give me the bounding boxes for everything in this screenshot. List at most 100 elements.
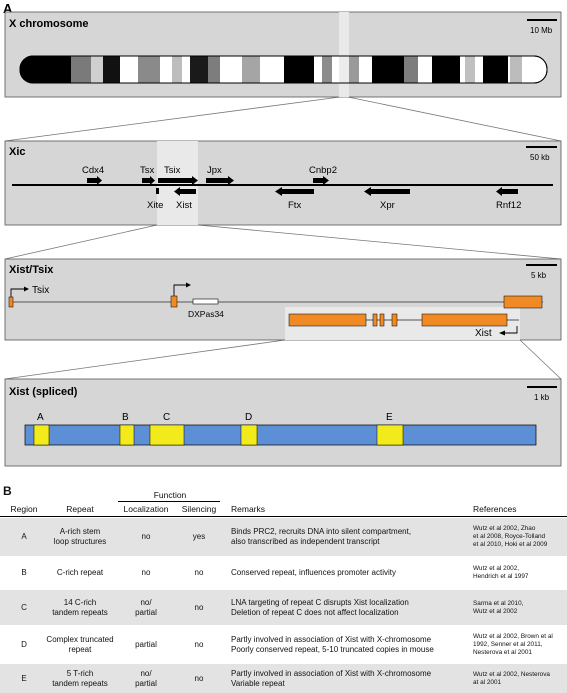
cell-remarks: Conserved repeat, influences promoter ac… bbox=[231, 568, 471, 578]
xist-tsix-scale-label: 5 kb bbox=[531, 271, 547, 280]
xist-exon-2 bbox=[372, 313, 378, 327]
spliced-title: Xist (spliced) bbox=[9, 386, 78, 398]
cell-region-line: A bbox=[21, 532, 27, 541]
cell-repeat-line: loop structures bbox=[53, 537, 107, 546]
tsix-label: Tsix bbox=[32, 285, 49, 296]
figure-panel-a: A X chromosome 10 Mb bbox=[3, 1, 562, 467]
gene-cnbp2-arrow bbox=[313, 176, 329, 185]
cell-references: Wutz et al 2002,Hendrich et al 1997 bbox=[473, 565, 565, 581]
header-silencing: Silencing bbox=[181, 504, 217, 514]
header-repeat: Repeat bbox=[66, 504, 94, 514]
header-localization: Localization bbox=[123, 504, 169, 514]
xist-exon-4 bbox=[391, 313, 398, 327]
xist-exon-5 bbox=[421, 313, 508, 327]
xist-spliced-transcript bbox=[24, 424, 537, 446]
xite-marker bbox=[156, 188, 159, 194]
tsix-exon-2 bbox=[170, 295, 178, 308]
cell-remarks: Binds PRC2, recruits DNA into silent com… bbox=[231, 527, 471, 547]
cell-remarks: Partly involved in association of Xist w… bbox=[231, 635, 471, 655]
cell-repeat: C-rich repeat bbox=[46, 568, 114, 578]
tsix-exon-3 bbox=[503, 295, 543, 309]
gene-tsix-arrow bbox=[158, 176, 198, 185]
cell-silencing-line: no bbox=[194, 674, 204, 683]
repeat-b-block bbox=[119, 424, 135, 446]
repeat-c-block bbox=[149, 424, 185, 446]
tsix-promoter-arrow bbox=[10, 288, 24, 297]
gene-rnf12-arrow bbox=[496, 187, 518, 196]
cell-region-line: E bbox=[21, 674, 27, 683]
repeat-label-c: C bbox=[163, 412, 170, 423]
cell-localization: no/partial bbox=[116, 669, 176, 689]
cell-references-line: 1992, Senner et al 2011, bbox=[473, 641, 543, 648]
cell-remarks-line: Conserved repeat, influences promoter ac… bbox=[231, 568, 396, 577]
cell-silencing: no bbox=[177, 674, 221, 684]
cell-localization: no bbox=[116, 568, 176, 578]
function-header-rule bbox=[118, 501, 220, 502]
tsix-exon-1 bbox=[8, 296, 14, 308]
gene-label-cnbp2: Cnbp2 bbox=[309, 165, 337, 176]
gene-label-rnf12: Rnf12 bbox=[496, 200, 521, 211]
xist-promoter-arrow bbox=[505, 326, 518, 334]
cell-remarks-line: Binds PRC2, recruits DNA into silent com… bbox=[231, 527, 412, 536]
chromosome-region-highlight bbox=[339, 12, 349, 97]
cell-references-line: et al 2008, Royce-Tolland bbox=[473, 533, 546, 540]
cell-remarks-line: Partly involved in association of Xist w… bbox=[231, 635, 432, 644]
panel-b-table: B Function Region Repeat Localization Si… bbox=[0, 484, 567, 693]
cell-references-line: at al 2001 bbox=[473, 679, 502, 686]
gene-label-tsx: Tsx bbox=[140, 165, 155, 176]
cell-localization: partial bbox=[116, 640, 176, 650]
cell-references-line: Nesterova et al 2001 bbox=[473, 649, 532, 656]
cell-repeat-line: tandem repeats bbox=[52, 608, 108, 617]
xist-exon-3 bbox=[379, 313, 385, 327]
gene-label-cdx4: Cdx4 bbox=[82, 165, 104, 176]
cell-references-line: Wutz et al 2002, Brown et al bbox=[473, 633, 553, 640]
gene-jpx-arrow bbox=[206, 176, 234, 185]
cell-remarks-line: Variable repeat bbox=[231, 679, 285, 688]
cell-silencing-line: no bbox=[194, 568, 204, 577]
cell-localization-line: partial bbox=[135, 608, 157, 617]
cell-localization-line: partial bbox=[135, 640, 157, 649]
cell-region-line: B bbox=[21, 568, 27, 577]
xic-scale-label: 50 kb bbox=[530, 153, 550, 162]
cell-region: A bbox=[6, 532, 42, 542]
cell-remarks: LNA targeting of repeat C disrupts Xist … bbox=[231, 598, 471, 618]
cell-repeat-line: 14 C-rich bbox=[63, 598, 97, 607]
cell-references-line: et al 2010, Hoki et al 2009 bbox=[473, 541, 548, 548]
cell-references-line: Wutz et al 2002, Zhao bbox=[473, 525, 536, 532]
cell-remarks-line: Deletion of repeat C does not affect loc… bbox=[231, 608, 399, 617]
panel-letter-b: B bbox=[3, 484, 12, 498]
gene-label-xpr: Xpr bbox=[380, 200, 395, 211]
cell-references-line: Wutz et al 2002, Nesterova bbox=[473, 671, 550, 678]
cell-silencing: no bbox=[177, 568, 221, 578]
xic-panel: Xic 50 kb Cdx4 Tsx Tsix Jpx Cnbp2 Xite X… bbox=[4, 140, 562, 226]
header-region: Region bbox=[10, 504, 38, 514]
zoom-connector-lines bbox=[4, 96, 562, 380]
cell-localization: no bbox=[116, 532, 176, 542]
dxpas34-box bbox=[192, 298, 219, 305]
xist-tsix-panel: Xist/Tsix 5 kb Tsix DXPas34 Xist bbox=[4, 258, 562, 341]
repeat-label-d: D bbox=[245, 412, 252, 423]
cell-localization-line: no/ bbox=[140, 598, 152, 607]
chromosome-title: X chromosome bbox=[9, 18, 88, 30]
header-function: Function bbox=[153, 490, 187, 500]
header-remarks: Remarks bbox=[231, 504, 266, 514]
cell-remarks-line: also transcribed as independent transcri… bbox=[231, 537, 380, 546]
cell-localization-line: partial bbox=[135, 679, 157, 688]
repeat-e-block bbox=[376, 424, 404, 446]
cell-remarks-line: Poorly conserved repeat, 5-10 truncated … bbox=[231, 645, 434, 654]
gene-tsx-arrow bbox=[142, 176, 155, 185]
cell-remarks-line: LNA targeting of repeat C disrupts Xist … bbox=[231, 598, 409, 607]
repeat-label-b: B bbox=[122, 412, 129, 423]
cell-repeat-line: 5 T-rich bbox=[66, 669, 94, 678]
cell-remarks: Partly involved in association of Xist w… bbox=[231, 669, 471, 689]
cell-silencing: no bbox=[177, 640, 221, 650]
cell-localization-line: no bbox=[141, 568, 151, 577]
repeat-label-e: E bbox=[386, 412, 393, 423]
xist-tsix-title: Xist/Tsix bbox=[9, 264, 54, 276]
cell-localization-line: no bbox=[141, 532, 151, 541]
